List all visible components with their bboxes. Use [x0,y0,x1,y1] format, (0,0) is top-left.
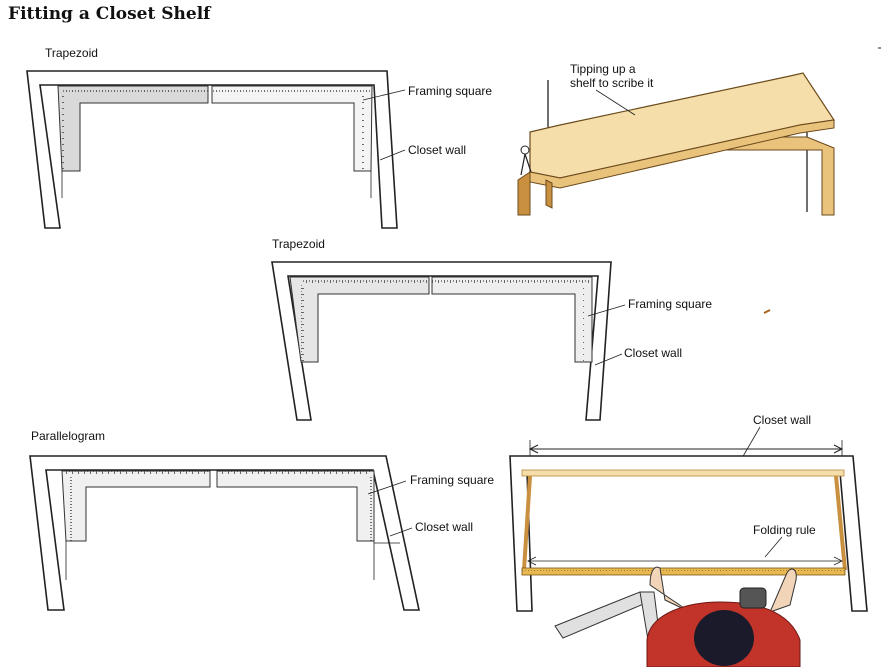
trapezoid-diagram-top [26,70,406,229]
framing-square-label: Framing square [628,297,713,311]
compass-icon [520,145,532,176]
trapezoid-middle-heading: Trapezoid [272,237,325,251]
parallelogram-diagram [29,455,420,611]
framing-square-right [431,276,593,363]
closet-wall-label: Closet wall [415,520,474,534]
folding-rule-diagram [509,426,868,667]
shelf-scribe-diagram [517,72,836,216]
person-icon [646,566,801,667]
shelf-scribe-caption: Tipping up a shelf to scribe it [570,62,653,90]
framing-square-label: Framing square [408,84,493,98]
closet-wall-label: Closet wall [408,143,467,157]
trapezoid-top-heading: Trapezoid [45,46,98,60]
folding-rule-label: Folding rule [753,523,816,537]
closet-wall-label: Closet wall [753,413,812,427]
caption-line-1: Tipping up a [570,62,636,76]
framing-square-label: Framing square [410,473,495,487]
framing-square-left [289,276,430,363]
framing-square-right [216,470,375,542]
page-title: Fitting a Closet Shelf [8,4,211,24]
closet-outline [26,70,398,229]
carpenter-square-icon [554,591,661,641]
closet-wall-label: Closet wall [624,346,683,360]
framing-square-left [57,85,209,172]
closet-outline [29,455,420,611]
closet-outline [271,261,612,421]
framing-square-left [61,470,211,542]
caption-line-2: shelf to scribe it [570,76,654,90]
front-cleat [517,171,531,216]
trapezoid-diagram-middle [271,261,626,421]
framing-square-right [211,85,373,172]
parallelogram-heading: Parallelogram [31,429,106,443]
